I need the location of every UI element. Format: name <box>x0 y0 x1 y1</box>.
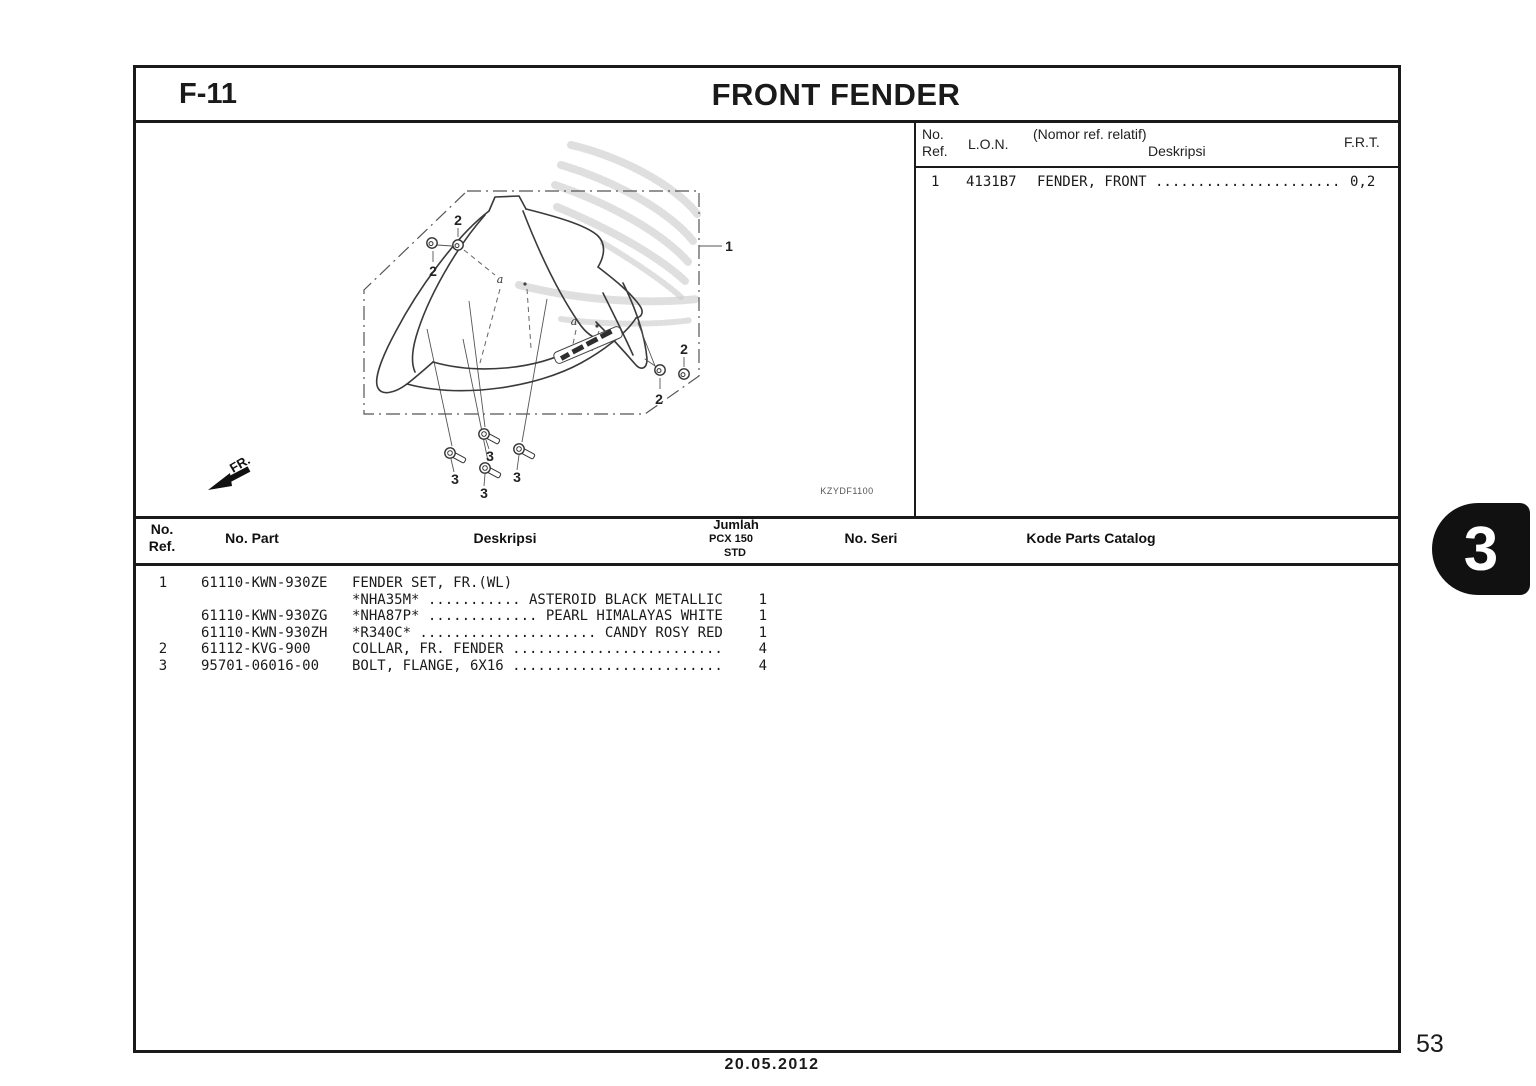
svg-text:a: a <box>571 315 578 328</box>
drawing-code: KZYDF1100 <box>820 486 873 496</box>
fr-direction-arrow: FR. <box>208 452 253 490</box>
parts-col-jumlah-std: STD <box>724 547 746 559</box>
callout-3-group: 3 3 3 3 <box>450 439 521 501</box>
parts-col-ref: Ref. <box>148 538 176 554</box>
front-fender-exploded-diagram: 1 2 2 2 2 3 3 3 3 a a FR. KZYDF1100 <box>208 141 873 501</box>
page-title: FRONT FENDER <box>711 77 961 112</box>
ref-table-left-divider <box>914 122 916 517</box>
svg-text:2: 2 <box>429 263 437 279</box>
parts-table-row: 61110-KWN-930ZH*R340C* .................… <box>201 624 767 641</box>
hole-markers: a a <box>497 273 599 328</box>
assembly-boundary-box <box>363 190 700 415</box>
fender-decal <box>553 326 623 364</box>
header-divider <box>133 120 1401 123</box>
svg-text:2: 2 <box>655 391 663 407</box>
fender-outline <box>376 195 659 394</box>
ref-row-frt: 0,2 <box>1350 174 1376 190</box>
ref-table-header-underline <box>916 166 1401 168</box>
parts-table-row: *NHA35M* ........... ASTEROID BLACK META… <box>352 591 767 608</box>
parts-table-row: 61110-KWN-930ZG*NHA87P* ............. PE… <box>201 608 767 624</box>
wing-watermark <box>515 141 702 327</box>
parts-col-no: No. <box>150 521 174 537</box>
callout-2-group: 2 2 2 2 <box>429 212 688 407</box>
svg-text:3: 3 <box>486 448 494 464</box>
svg-text:a: a <box>497 273 504 286</box>
page-border <box>133 65 1401 1053</box>
svg-text:3: 3 <box>451 471 459 487</box>
ref-row-lon: 4131B7 <box>966 174 1017 190</box>
parts-col-no-seri: No. Seri <box>844 530 898 546</box>
ref-col-relatif: (Nomor ref. relatif) <box>1033 126 1147 142</box>
footer-date: 20.05.2012 <box>724 1056 820 1073</box>
ref-row-deskripsi: FENDER, FRONT ...................... <box>1037 174 1341 190</box>
chapter-side-tab: 3 <box>1432 503 1530 595</box>
svg-text:2: 2 <box>454 212 462 228</box>
ref-col-frt: F.R.T. <box>1344 134 1380 150</box>
ref-col-no: No. <box>922 126 944 142</box>
parts-col-jumlah-model: PCX 150 <box>708 533 754 545</box>
parts-table-top-rule <box>133 516 1401 519</box>
parts-col-deskripsi: Deskripsi <box>473 530 537 546</box>
parts-col-jumlah: Jumlah <box>713 517 759 532</box>
collar-fasteners <box>426 237 690 380</box>
ref-row-no: 1 <box>931 174 940 190</box>
page-number: 53 <box>1416 1030 1444 1058</box>
callout-1-label: 1 <box>725 238 733 254</box>
ref-col-deskripsi: Deskripsi <box>1148 143 1206 159</box>
svg-text:2: 2 <box>680 341 688 357</box>
parts-col-no-part: No. Part <box>225 530 279 546</box>
parts-col-kode: Kode Parts Catalog <box>1026 530 1156 546</box>
flange-bolts <box>444 428 536 479</box>
parts-table-header-underline <box>133 563 1401 566</box>
ref-col-ref: Ref. <box>922 143 948 159</box>
ref-col-lon: L.O.N. <box>968 136 1009 152</box>
svg-text:3: 3 <box>513 469 521 485</box>
bolt-leader-lines <box>426 298 548 462</box>
section-code: F-11 <box>179 78 238 110</box>
svg-text:3: 3 <box>480 485 488 501</box>
